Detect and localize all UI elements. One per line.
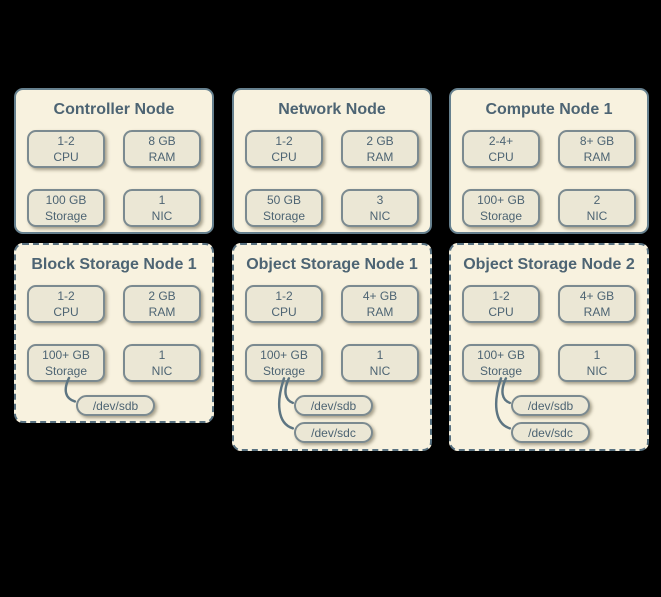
spec-label: Storage [479, 364, 523, 378]
node-title: Object Storage Node 2 [463, 256, 635, 273]
spec-label: CPU [488, 150, 514, 164]
spec-label: CPU [271, 305, 297, 319]
node-title: Block Storage Node 1 [31, 256, 197, 273]
spec-value: 8 GB [148, 134, 176, 148]
spec-value: 1-2 [275, 134, 293, 148]
spec-value: 50 GB [266, 193, 302, 207]
spec-label: NIC [586, 364, 608, 378]
spec-label: CPU [488, 305, 514, 319]
spec-nic: 3 NIC [341, 189, 419, 227]
node-network: Network Node 1-2 CPU 2 GB RAM 50 GB Stor… [232, 88, 432, 234]
spec-value: 1 [376, 348, 384, 362]
node-controller: Controller Node 1-2 CPU 8 GB RAM 100 GB … [14, 88, 214, 234]
hardware-requirements-diagram: Controller Node 1-2 CPU 8 GB RAM 100 GB … [14, 88, 649, 456]
spec-value: 2 GB [366, 134, 394, 148]
device-sdc: /dev/sdc [511, 422, 590, 443]
spec-value: 4+ GB [579, 289, 615, 303]
node-compute-1: Compute Node 1 2-4+ CPU 8+ GB RAM 100+ G… [449, 88, 649, 234]
spec-nic: 1 NIC [558, 344, 636, 382]
spec-value: 100+ GB [477, 348, 525, 362]
spec-cpu: 1-2 CPU [27, 285, 105, 323]
spec-grid: 1-2 CPU 2 GB RAM 50 GB Storage 3 NIC [234, 130, 430, 227]
spec-label: NIC [586, 209, 608, 223]
spec-nic: 2 NIC [558, 189, 636, 227]
spec-storage: 100+ GB Storage [27, 344, 105, 382]
spec-label: RAM [583, 150, 611, 164]
spec-nic: 1 NIC [123, 189, 201, 227]
spec-value: 1-2 [57, 134, 75, 148]
spec-value: 3 [376, 193, 384, 207]
spec-storage: 100+ GB Storage [245, 344, 323, 382]
spec-label: RAM [366, 305, 394, 319]
spec-label: Storage [44, 364, 88, 378]
device-sdb: /dev/sdb [511, 395, 590, 416]
spec-label: CPU [271, 150, 297, 164]
device-sdb: /dev/sdb [294, 395, 373, 416]
spec-label: RAM [366, 150, 394, 164]
spec-label: CPU [53, 150, 79, 164]
spec-nic: 1 NIC [123, 344, 201, 382]
spec-cpu: 1-2 CPU [245, 285, 323, 323]
spec-value: 100 GB [45, 193, 87, 207]
spec-value: 100+ GB [42, 348, 90, 362]
spec-value: 1 [158, 193, 166, 207]
spec-cpu: 1-2 CPU [462, 285, 540, 323]
spec-label: NIC [369, 364, 391, 378]
spec-label: NIC [151, 364, 173, 378]
spec-nic: 1 NIC [341, 344, 419, 382]
node-title: Compute Node 1 [485, 101, 613, 118]
node-object-storage-1: Object Storage Node 1 1-2 CPU 4+ GB RAM … [232, 243, 432, 451]
spec-ram: 8+ GB RAM [558, 130, 636, 168]
spec-value: 2-4+ [488, 134, 514, 148]
spec-label: Storage [479, 209, 523, 223]
spec-value: 4+ GB [362, 289, 398, 303]
spec-value: 2 GB [148, 289, 176, 303]
spec-label: RAM [583, 305, 611, 319]
spec-value: 1-2 [57, 289, 75, 303]
spec-value: 1-2 [275, 289, 293, 303]
device-sdc: /dev/sdc [294, 422, 373, 443]
spec-storage: 100 GB Storage [27, 189, 105, 227]
spec-ram: 4+ GB RAM [341, 285, 419, 323]
node-title: Object Storage Node 1 [246, 256, 418, 273]
spec-label: NIC [151, 209, 173, 223]
spec-value: 2 [593, 193, 601, 207]
spec-value: 1 [158, 348, 166, 362]
spec-cpu: 1-2 CPU [27, 130, 105, 168]
spec-label: RAM [148, 150, 176, 164]
spec-value: 1-2 [492, 289, 510, 303]
spec-value: 100+ GB [477, 193, 525, 207]
spec-grid: 1-2 CPU 4+ GB RAM 100+ GB Storage 1 NIC [451, 285, 647, 382]
spec-ram: 4+ GB RAM [558, 285, 636, 323]
spec-ram: 2 GB RAM [341, 130, 419, 168]
node-title: Network Node [278, 101, 386, 118]
node-title: Controller Node [53, 101, 175, 118]
spec-value: 100+ GB [260, 348, 308, 362]
spec-label: NIC [369, 209, 391, 223]
spec-grid: 1-2 CPU 4+ GB RAM 100+ GB Storage 1 NIC [234, 285, 430, 382]
spec-ram: 2 GB RAM [123, 285, 201, 323]
spec-value: 1 [593, 348, 601, 362]
spec-ram: 8 GB RAM [123, 130, 201, 168]
node-block-storage-1: Block Storage Node 1 1-2 CPU 2 GB RAM 10… [14, 243, 214, 423]
device-sdb: /dev/sdb [76, 395, 155, 416]
spec-grid: 2-4+ CPU 8+ GB RAM 100+ GB Storage 2 NIC [451, 130, 647, 227]
spec-grid: 1-2 CPU 8 GB RAM 100 GB Storage 1 NIC [16, 130, 212, 227]
spec-grid: 1-2 CPU 2 GB RAM 100+ GB Storage 1 NIC [16, 285, 212, 382]
spec-cpu: 1-2 CPU [245, 130, 323, 168]
spec-storage: 100+ GB Storage [462, 344, 540, 382]
spec-label: Storage [262, 364, 306, 378]
spec-storage: 100+ GB Storage [462, 189, 540, 227]
spec-cpu: 2-4+ CPU [462, 130, 540, 168]
spec-label: RAM [148, 305, 176, 319]
spec-storage: 50 GB Storage [245, 189, 323, 227]
spec-value: 8+ GB [579, 134, 615, 148]
spec-label: CPU [53, 305, 79, 319]
node-object-storage-2: Object Storage Node 2 1-2 CPU 4+ GB RAM … [449, 243, 649, 451]
spec-label: Storage [262, 209, 306, 223]
spec-label: Storage [44, 209, 88, 223]
